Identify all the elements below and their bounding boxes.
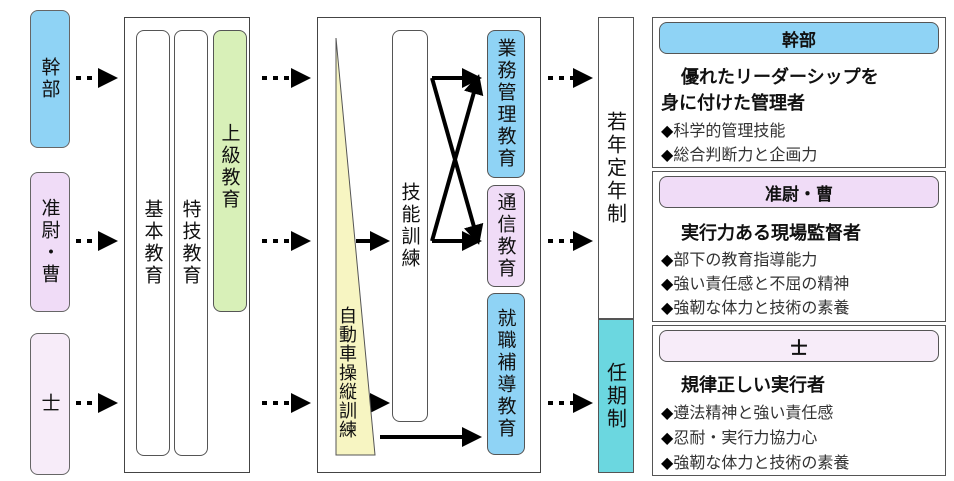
course-ginou-label: 技能訓練 xyxy=(398,182,421,270)
course-shushoku-hodou-label: 就職補導教育 xyxy=(494,308,517,440)
course-tokugi-label: 特技教育 xyxy=(179,199,202,287)
rank-box-shi: 士 xyxy=(30,333,70,475)
course-tsushin: 通信教育 xyxy=(487,185,525,287)
course-ginou: 技能訓練 xyxy=(392,30,428,422)
profile-item: ◆遵法精神と強い責任感 xyxy=(661,403,834,422)
course-joukyu: 上級教育 xyxy=(213,30,247,312)
course-tokugi: 特技教育 xyxy=(174,30,208,456)
profile-title-kanbu: 幹部 xyxy=(659,22,939,54)
course-kihon: 基本教育 xyxy=(136,30,170,456)
course-gyomu-kanri: 業務管理教育 xyxy=(487,30,525,178)
course-tsushin-label: 通信教育 xyxy=(494,192,517,280)
rank-label-junishi-sou: 准尉・曹 xyxy=(38,198,61,286)
profile-item: ◆強い責任感と不屈の精神 xyxy=(661,274,850,293)
rank-box-junishi-sou: 准尉・曹 xyxy=(30,172,70,312)
profile-title-shi: 士 xyxy=(659,330,939,362)
profile-item: ◆忍耐・実行力協力心 xyxy=(661,428,818,447)
profile-item: ◆強靭な体力と技術の素養 xyxy=(661,298,850,317)
rank-label-kanbu: 幹部 xyxy=(38,57,61,101)
dotted-arrows-rank-to-basic xyxy=(76,68,118,413)
profile-item: ◆科学的管理技能 xyxy=(661,121,786,140)
retirement-ninki: 任期制 xyxy=(598,319,634,473)
dotted-arrows-basic-to-skill xyxy=(262,68,311,413)
profile-panel-junishi-sou: 准尉・曹 実行力ある現場監督者 ◆部下の教育指導能力 ◆強い責任感と不屈の精神 … xyxy=(652,171,946,322)
retirement-ninki-label: 任期制 xyxy=(603,361,628,431)
profile-lead: 身に付けた管理者 xyxy=(661,93,805,114)
profile-title-junishi-sou: 准尉・曹 xyxy=(659,176,939,208)
course-gyomu-kanri-label: 業務管理教育 xyxy=(494,38,517,170)
course-jidousha: 自動車操縦訓練 xyxy=(333,290,359,455)
jidousha-wedge xyxy=(335,37,376,456)
retirement-jakunen: 若年定年制 xyxy=(598,17,634,319)
course-kihon-label: 基本教育 xyxy=(141,199,164,287)
profile-lead: 優れたリーダーシップを xyxy=(681,67,879,88)
dotted-arrows-skill-to-retirement xyxy=(548,68,593,413)
course-jidousha-label: 自動車操縦訓練 xyxy=(336,306,357,439)
profile-lead: 実行力ある現場監督者 xyxy=(681,223,861,244)
profile-lead: 規律正しい実行者 xyxy=(681,375,825,396)
course-joukyu-label: 上級教育 xyxy=(218,123,241,211)
retirement-jakunen-label: 若年定年制 xyxy=(603,110,628,226)
rank-label-shi: 士 xyxy=(38,393,61,415)
profile-item: ◆部下の教育指導能力 xyxy=(661,250,818,269)
profile-item: ◆強靭な体力と技術の素養 xyxy=(661,453,850,472)
course-shushoku-hodou: 就職補導教育 xyxy=(487,293,525,455)
solid-arrows-skill xyxy=(356,68,484,447)
rank-box-kanbu: 幹部 xyxy=(30,10,70,148)
profile-item: ◆総合判断力と企画力 xyxy=(661,145,818,164)
profile-panel-kanbu: 幹部 優れたリーダーシップを 身に付けた管理者 ◆科学的管理技能 ◆総合判断力と… xyxy=(652,17,946,168)
profile-panel-shi: 士 規律正しい実行者 ◆遵法精神と強い責任感 ◆忍耐・実行力協力心 ◆強靭な体力… xyxy=(652,325,946,476)
